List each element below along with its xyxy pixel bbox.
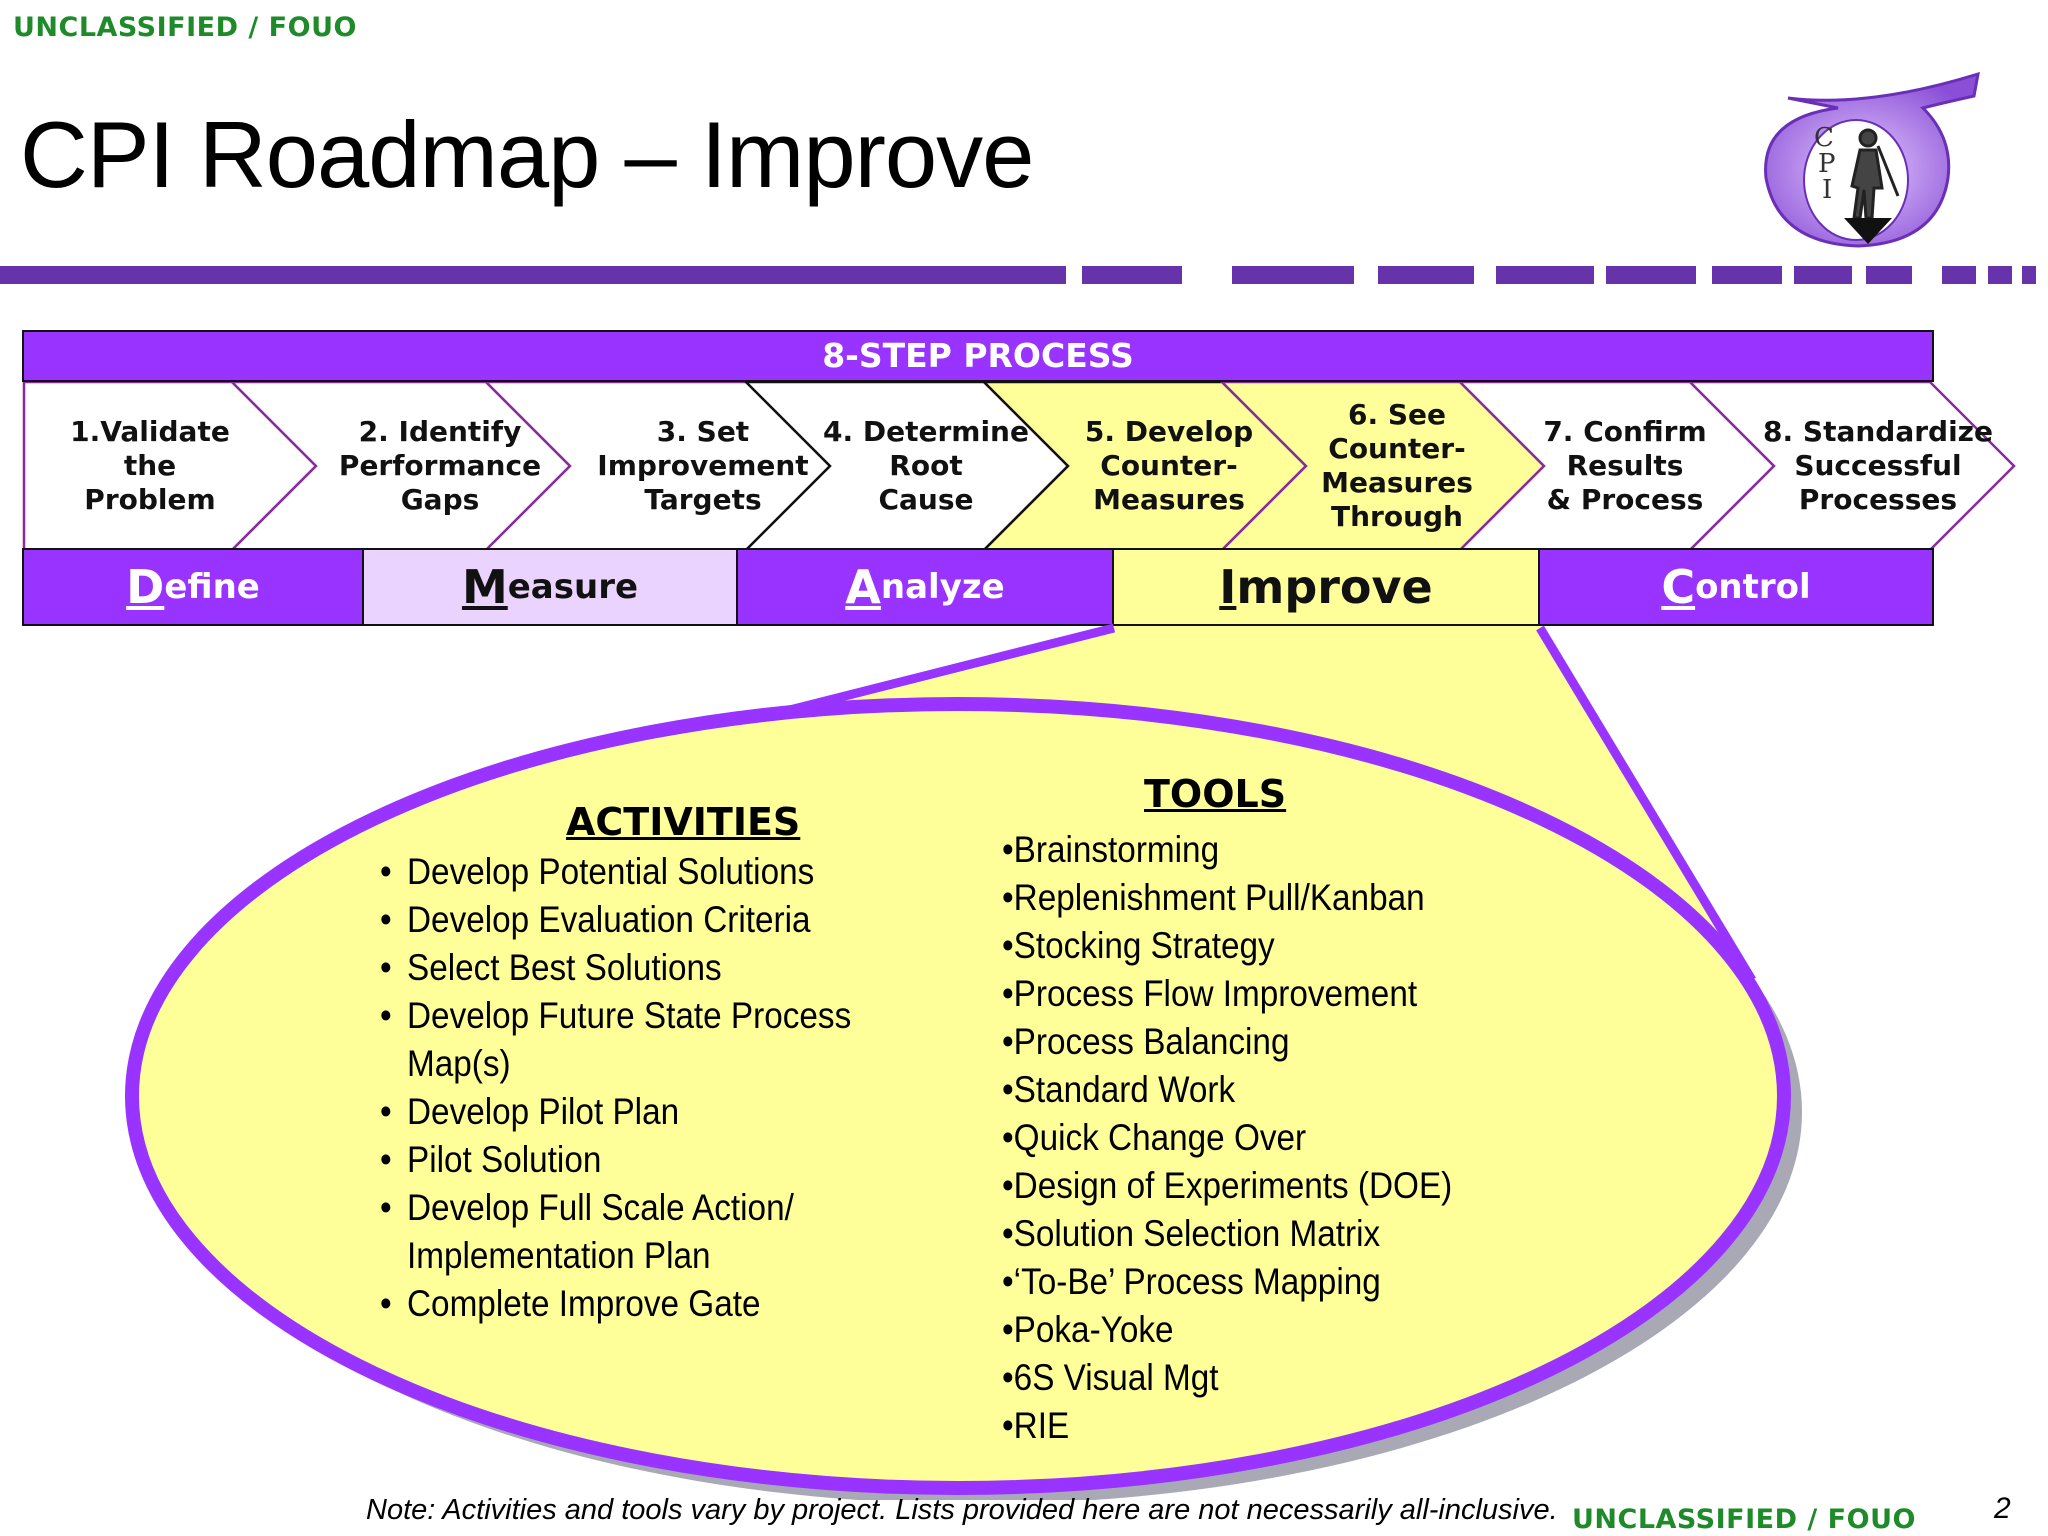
tool-item: Brainstorming [1002,826,1470,874]
logo-letter-i: I [1822,175,1832,205]
tool-item: Design of Experiments (DOE) [1002,1162,1470,1210]
footnote: Note: Activities and tools vary by proje… [366,1494,1558,1526]
activity-item: Develop Full Scale Action/ Implementatio… [380,1184,803,1280]
chevron-step-5 [982,382,1308,550]
activity-item: Develop Potential Solutions [380,848,920,896]
phase-define-rest: efine [164,567,260,607]
activity-item: Pilot Solution [380,1136,920,1184]
classification-banner-bottom: UNCLASSIFIED / FOUO [1572,1504,1916,1535]
tool-item: Process Balancing [1002,1018,1470,1066]
tool-item: 6S Visual Mgt [1002,1354,1470,1402]
step-4-label: 4. Determine Root Cause [823,415,1029,516]
chevron-step-2 [230,382,572,550]
chevron-step-7 [1458,382,1776,550]
logo-letter-p: P [1818,149,1836,179]
step-8-label: 8. Standardize Successful Processes [1763,415,1993,516]
logo-letter-c: C [1814,123,1834,153]
phase-define-initial: D [126,560,165,614]
tool-item: Solution Selection Matrix [1002,1210,1470,1258]
chevron-step-6 [1220,382,1546,550]
step-3-label: 3. Set Improvement Targets [597,415,809,516]
step-2-label: 2. Identify Performance Gaps [338,415,542,516]
step-7-label: 7. Confirm Results & Process [1543,415,1707,516]
tool-item: Standard Work [1002,1066,1470,1114]
minuteman-figure [1850,128,1900,220]
phase-measure-initial: M [461,560,508,614]
classification-banner-top: UNCLASSIFIED / FOUO [13,12,357,43]
phase-improve-rest: mprove [1236,560,1433,614]
activity-item: Develop Pilot Plan [380,1088,920,1136]
tool-item: ‘To-Be’ Process Mapping [1002,1258,1470,1306]
tool-item: Poka-Yoke [1002,1306,1470,1354]
phase-analyze-rest: nalyze [880,567,1005,607]
tool-item: Replenishment Pull/Kanban [1002,874,1470,922]
step-6-label: 6. See Counter- Measures Through [1321,398,1473,533]
tool-item: Quick Change Over [1002,1114,1470,1162]
tool-item: Process Flow Improvement [1002,970,1470,1018]
activity-item: Select Best Solutions [380,944,920,992]
divider-bar [0,266,2036,284]
phase-improve-initial: I [1219,560,1237,614]
step-chevrons [22,382,2016,550]
phase-control-rest: ontrol [1695,567,1811,607]
chevron-step-3 [484,382,832,550]
tools-heading: TOOLS [1144,772,1287,816]
eight-step-process-header: 8-STEP PROCESS [22,330,1934,382]
activity-item: Develop Future State Process Map(s) [380,992,920,1088]
cpi-logo: C P I [1764,71,1980,248]
page-title: CPI Roadmap – Improve [20,102,1034,207]
tools-list: Brainstorming Replenishment Pull/Kanban … [1002,826,1522,1450]
chevron-step-8 [1688,382,2016,550]
activity-item: Complete Improve Gate [380,1280,920,1328]
callout-pointer-left-line [764,623,1116,721]
phase-analyze-initial: A [845,560,881,614]
activities-heading: ACTIVITIES [566,800,801,844]
step-1-label: 1.Validate the Problem [70,415,230,516]
activities-list: Develop Potential Solutions Develop Eval… [380,848,980,1328]
tool-item: Stocking Strategy [1002,922,1470,970]
tool-item: RIE [1002,1402,1470,1450]
activity-item: Develop Evaluation Criteria [380,896,920,944]
phase-control-initial: C [1661,560,1696,614]
page-number: 2 [1994,1492,2011,1525]
phase-measure-rest: easure [507,567,639,607]
chevron-step-4 [744,382,1070,550]
callout-pointer-right-line [1536,625,1756,983]
step-5-label: 5. Develop Counter- Measures [1084,415,1254,516]
